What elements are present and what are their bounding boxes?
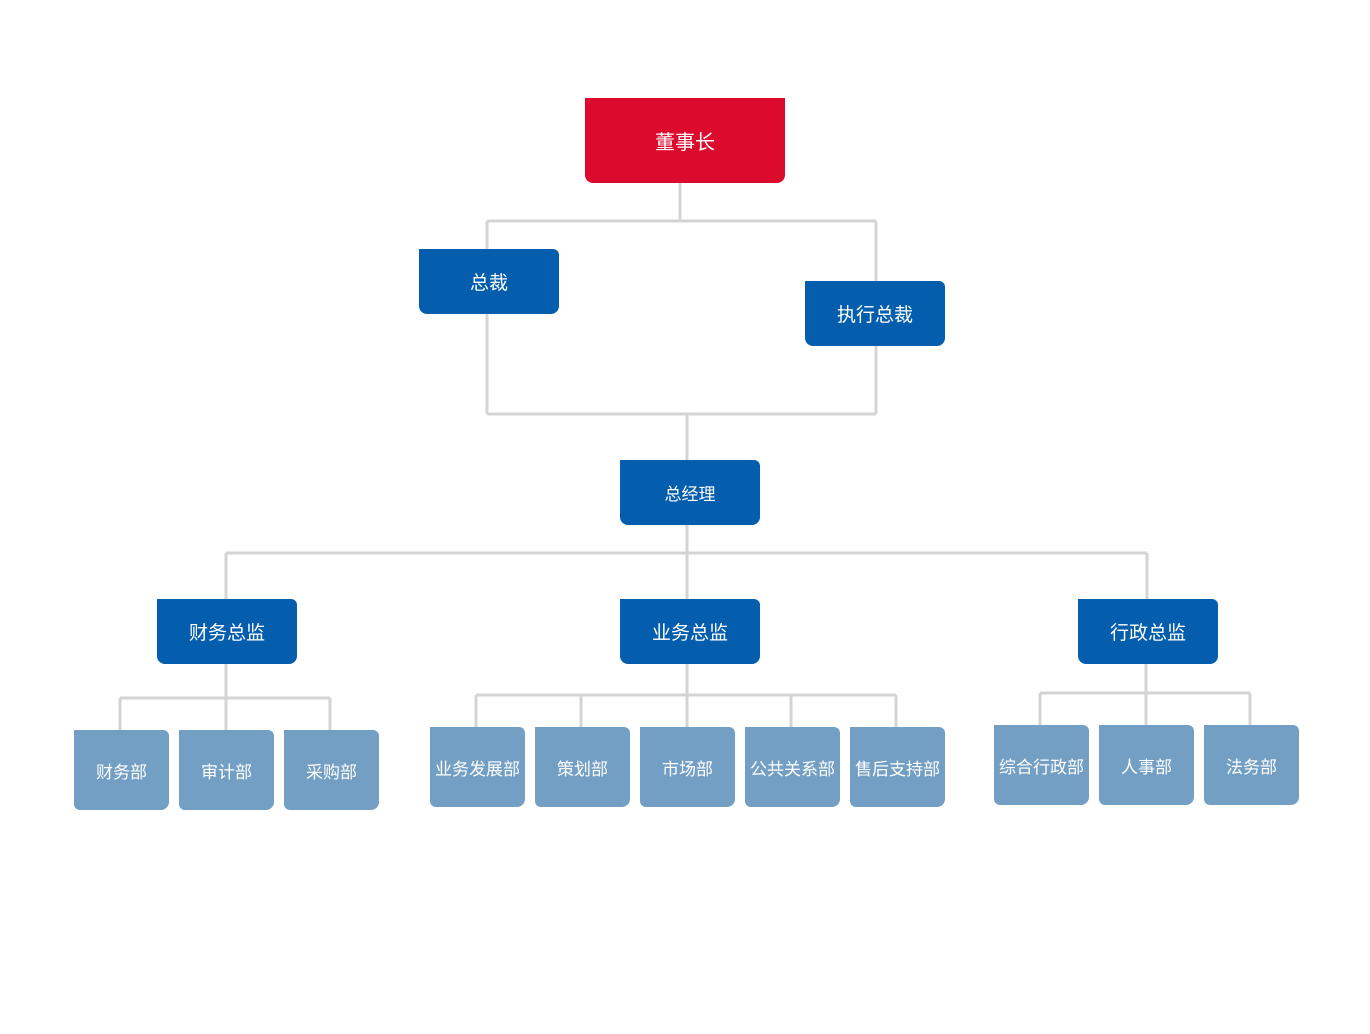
- department-box[interactable]: 审计部: [179, 730, 274, 810]
- general-manager-box[interactable]: 总经理: [620, 460, 760, 525]
- executive-president-label: 执行总裁: [836, 304, 913, 326]
- department-label: 售后支持部: [855, 759, 940, 780]
- business-director-box[interactable]: 业务总监: [620, 599, 760, 664]
- department-box[interactable]: 公共关系部: [745, 727, 840, 807]
- chairman-label: 董事长: [655, 130, 715, 154]
- department-box[interactable]: 策划部: [535, 727, 630, 807]
- department-box[interactable]: 人事部: [1099, 725, 1194, 805]
- department-label: 综合行政部: [999, 757, 1084, 778]
- president-box[interactable]: 总裁: [419, 249, 559, 314]
- department-box[interactable]: 法务部: [1204, 725, 1299, 805]
- department-label: 人事部: [1121, 757, 1172, 778]
- department-label: 策划部: [557, 759, 608, 780]
- executive-president-box[interactable]: 执行总裁: [805, 281, 945, 346]
- chairman-box[interactable]: 董事长: [585, 98, 785, 183]
- department-label: 采购部: [306, 762, 357, 783]
- finance-director-box[interactable]: 财务总监: [157, 599, 297, 664]
- department-box[interactable]: 综合行政部: [994, 725, 1089, 805]
- department-label: 业务发展部: [435, 759, 520, 780]
- department-box[interactable]: 售后支持部: [850, 727, 945, 807]
- admin-director-box[interactable]: 行政总监: [1078, 599, 1218, 664]
- general-manager-label: 总经理: [664, 485, 716, 505]
- department-label: 审计部: [201, 762, 252, 783]
- finance-director-label: 财务总监: [188, 622, 265, 644]
- department-label: 市场部: [662, 759, 713, 780]
- president-label: 总裁: [469, 272, 508, 294]
- department-label: 公共关系部: [750, 759, 835, 780]
- department-label: 财务部: [96, 762, 147, 783]
- admin-director-label: 行政总监: [1109, 622, 1186, 644]
- department-box[interactable]: 业务发展部: [430, 727, 525, 807]
- business-director-label: 业务总监: [651, 622, 728, 644]
- department-label: 法务部: [1226, 757, 1277, 778]
- department-box[interactable]: 采购部: [284, 730, 379, 810]
- department-box[interactable]: 财务部: [74, 730, 169, 810]
- department-box[interactable]: 市场部: [640, 727, 735, 807]
